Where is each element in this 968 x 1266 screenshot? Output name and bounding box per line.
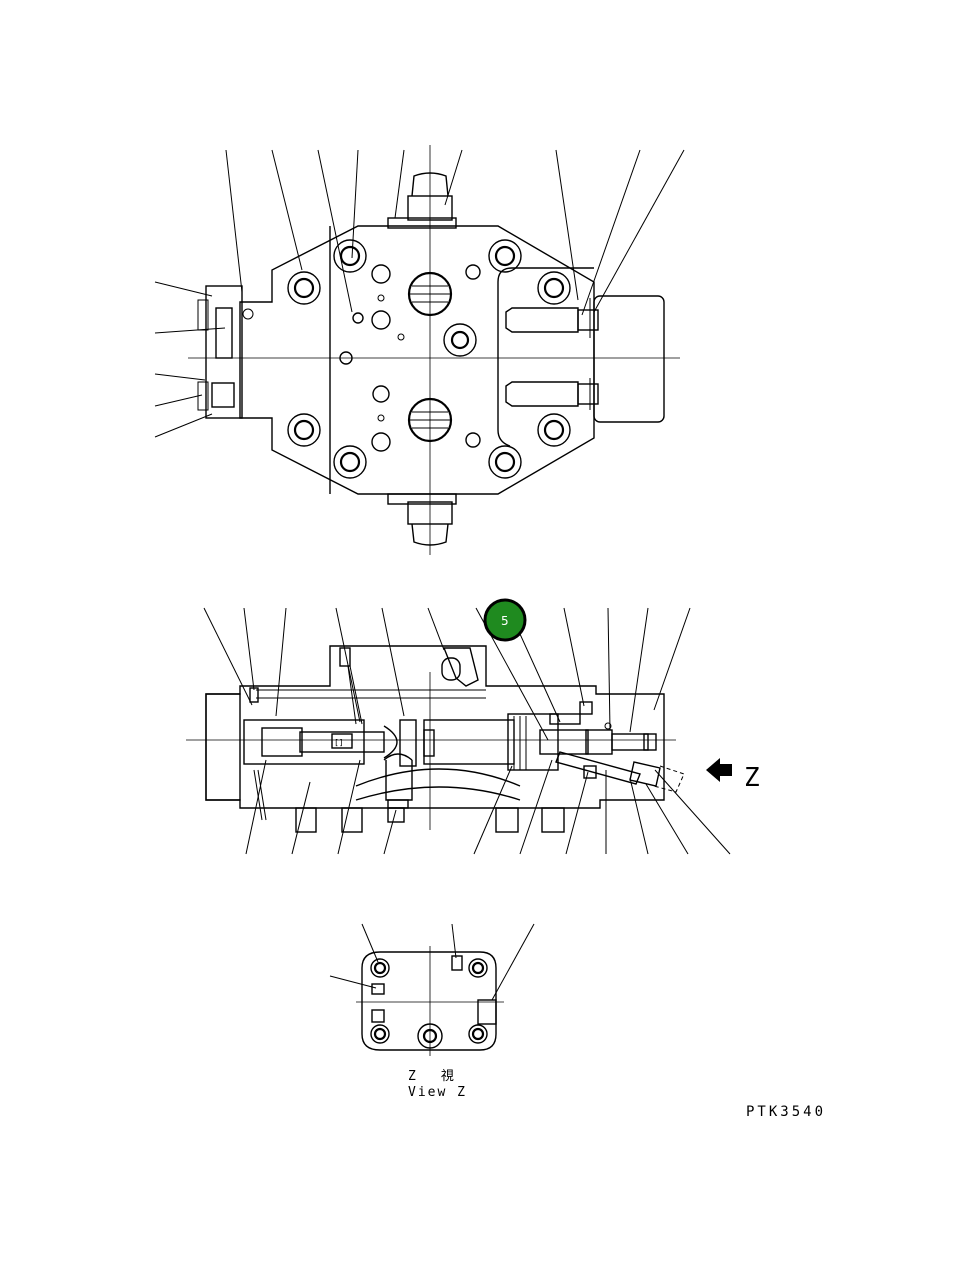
view-arrow-label: Z: [744, 763, 760, 793]
view-z-caption-jp: Z 視: [408, 1069, 460, 1084]
piston: [423, 719, 515, 765]
view-z-caption-en: View Z: [408, 1085, 467, 1100]
svg-text:[]: []: [334, 738, 344, 747]
arrow-left-icon: [706, 758, 732, 782]
view-z-leaders: [329, 923, 535, 1001]
section-view: []: [186, 598, 760, 855]
view-z-outline: [361, 951, 497, 1051]
section-body-outline: [205, 645, 665, 809]
callout-number: 5: [501, 614, 509, 628]
drawing-code: PTK3540: [746, 1104, 826, 1120]
right-cap-housing: [593, 295, 665, 423]
main-body-outline: [239, 225, 595, 495]
left-side-block: [197, 285, 254, 419]
right-plungers: [505, 298, 599, 410]
top-fitting: [387, 172, 457, 229]
top-view: [154, 145, 685, 555]
bottom-fitting: [387, 493, 457, 546]
top-view-leaders: [154, 149, 685, 438]
section-view-leaders: [203, 607, 731, 855]
callout-circle-icon[interactable]: 5: [483, 598, 527, 642]
top-view-bolts: [287, 239, 571, 479]
view-z: [329, 923, 535, 1056]
